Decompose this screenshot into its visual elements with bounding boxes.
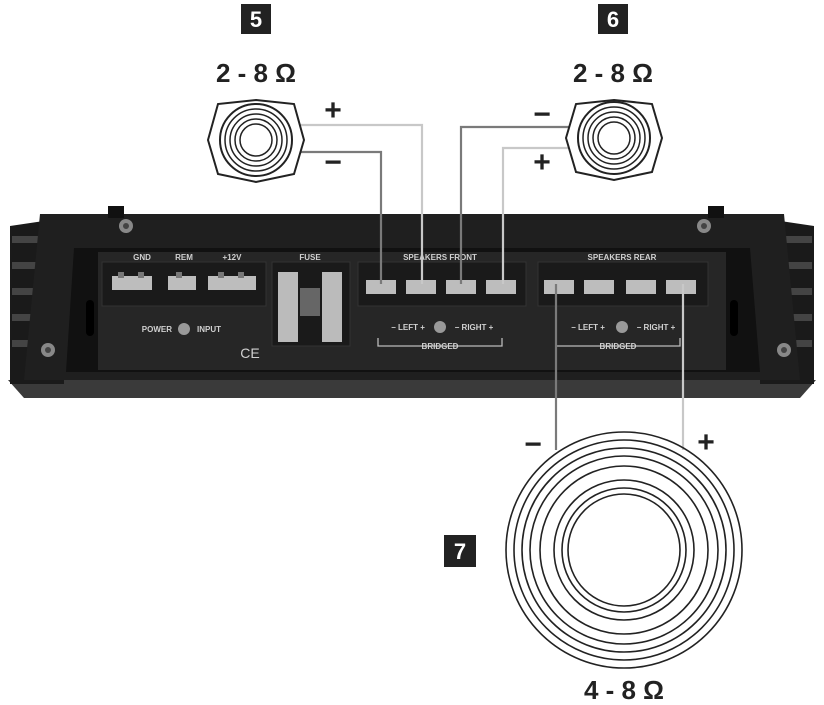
left-front-label: − LEFT + xyxy=(391,323,425,332)
right-front-label: − RIGHT + xyxy=(455,323,494,332)
speaker-7 xyxy=(505,431,743,669)
svg-text:5: 5 xyxy=(250,7,262,32)
amplifier xyxy=(8,206,816,398)
speakers-rear-label: SPEAKERS REAR xyxy=(588,253,657,262)
speakers-front-label: SPEAKERS FRONT xyxy=(403,253,477,262)
polarity-6-minus: − xyxy=(533,98,551,131)
svg-text:7: 7 xyxy=(454,539,466,564)
impedance-5-label: 2 - 8 Ω xyxy=(216,58,296,88)
badge-7: 7 xyxy=(444,535,476,567)
right-rear-label: − RIGHT + xyxy=(637,323,676,332)
speaker-5 xyxy=(206,98,306,184)
bridged-front-label: BRIDGED xyxy=(422,342,459,351)
polarity-5-plus: + xyxy=(324,94,342,127)
wire-6-plus xyxy=(501,146,578,284)
impedance-6-label: 2 - 8 Ω xyxy=(573,58,653,88)
ce-mark: CE xyxy=(240,345,259,361)
rem-label: REM xyxy=(175,253,193,262)
wires xyxy=(300,123,685,450)
gnd-label: GND xyxy=(133,253,151,262)
svg-text:6: 6 xyxy=(607,7,619,32)
wire-5-plus xyxy=(300,123,424,284)
bridged-rear-label: BRIDGED xyxy=(600,342,637,351)
polarity-7-minus: − xyxy=(524,428,542,461)
polarity-6-plus: + xyxy=(533,146,551,179)
input-label: INPUT xyxy=(197,325,221,334)
fuse-label: FUSE xyxy=(299,253,321,262)
badge-6: 6 xyxy=(598,4,628,34)
impedance-7-label: 4 - 8 Ω xyxy=(584,675,664,705)
badge-5: 5 xyxy=(241,4,271,34)
12v-label: +12V xyxy=(223,253,243,262)
polarity-7-plus: + xyxy=(697,426,715,459)
power-label: POWER xyxy=(142,325,172,334)
wire-5-minus xyxy=(300,150,383,284)
wire-6-minus xyxy=(459,125,578,284)
left-rear-label: − LEFT + xyxy=(571,323,605,332)
speaker-6 xyxy=(564,98,664,182)
polarity-5-minus: − xyxy=(324,146,342,179)
